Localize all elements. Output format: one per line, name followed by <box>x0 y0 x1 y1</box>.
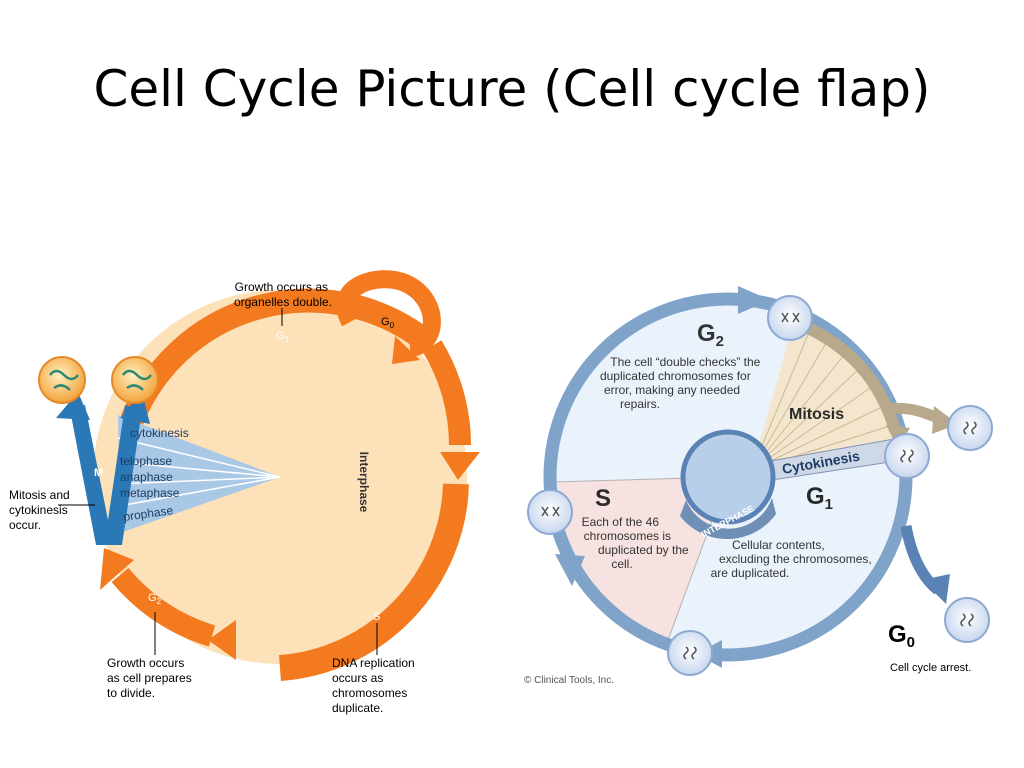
svg-text:Growth occurs as cell pr: Growth occurs as cell prepares to divide… <box>107 656 195 700</box>
mitosis-note-line: cytokinesis <box>9 503 68 517</box>
s-note-line: cell. <box>611 557 632 571</box>
right-cycle-diagram: INTERPHASE G2 The cell “double checks” t… <box>524 286 993 686</box>
mitosis-note-line: Mitosis and <box>9 488 70 502</box>
left-cycle-diagram: Growth occurs as organelles double. G1 G… <box>9 270 480 715</box>
cell <box>767 295 813 341</box>
arrow-head <box>555 554 585 586</box>
g0-loop <box>336 270 441 357</box>
daughter-cell <box>111 356 159 404</box>
daughter-cell <box>38 356 86 404</box>
svg-text:Mitosis and cytokinesis: Mitosis and cytokinesis occur. <box>9 488 73 532</box>
s-label: S <box>373 611 380 623</box>
page-title: Cell Cycle Picture (Cell cycle flap) <box>93 60 931 118</box>
g2-note-line: to divide. <box>107 686 155 700</box>
g2-note-line: repairs. <box>620 397 660 411</box>
phase-metaphase: metaphase <box>120 486 180 500</box>
interphase-band <box>680 498 776 540</box>
s-note-line: DNA replication <box>332 656 415 670</box>
m-label: M <box>94 467 103 479</box>
phase-prophase: prophase <box>122 503 174 524</box>
g2-note-line: as cell prepares <box>107 671 192 685</box>
m-phase-branch <box>70 405 142 545</box>
g1-note-line: Cellular contents, <box>732 538 825 552</box>
mitosis-label: Mitosis <box>789 406 844 423</box>
arrow-head <box>392 336 420 364</box>
g1-note-line: excluding the chromosomes, <box>719 552 872 566</box>
phase-telophase: telophase <box>120 454 172 468</box>
s-label: S <box>595 485 611 512</box>
cell <box>947 405 993 451</box>
interphase-core <box>680 429 776 525</box>
s-note-line: chromosomes <box>332 686 407 700</box>
arrow-head <box>100 548 134 590</box>
mitosis-wedge <box>118 415 280 533</box>
cell <box>667 630 713 676</box>
g1-label: G1 <box>276 330 290 344</box>
arrow-head <box>440 452 480 480</box>
g2-note-line: The cell “double checks” the <box>610 355 760 369</box>
s-note-line: Each of the 46 <box>582 515 660 529</box>
cell <box>884 433 930 479</box>
g2-note-line: error, making any needed <box>604 383 740 397</box>
g2-note-line: duplicated chromosomes for <box>600 369 751 383</box>
g1-note-line: Growth occurs as <box>235 280 328 294</box>
svg-text:Each of the 46 chromosom: Each of the 46 chromosomes is duplicated… <box>582 515 692 571</box>
arrow-head <box>738 286 770 314</box>
g2-label: G2 <box>148 592 162 606</box>
svg-text:cytokinesis: cytokinesis <box>130 426 189 440</box>
s-arc <box>278 483 469 681</box>
mitosis-wedge <box>752 318 900 470</box>
interphase-arc <box>422 340 471 446</box>
s-note-line: occurs as <box>332 671 383 685</box>
cell <box>527 489 573 535</box>
g1-label: G1 <box>806 483 833 513</box>
g2-label: G2 <box>697 320 724 350</box>
svg-text:Growth occurs as organel: Growth occurs as organelles double. <box>234 280 332 309</box>
s-note-line: chromosomes is <box>584 529 671 543</box>
phase-cytokinesis: cytokinesis <box>130 426 189 440</box>
arrow-head <box>208 620 236 660</box>
cell <box>944 597 990 643</box>
svg-text:The cell “double checks” the: The cell “double checks” the duplicated … <box>600 355 764 397</box>
g2-note-line: Growth occurs <box>107 656 184 670</box>
arrow-head <box>56 392 90 420</box>
copyright-credit: © Clinical Tools, Inc. <box>524 675 614 686</box>
g1-note-line: organelles double. <box>234 295 332 309</box>
arrow-head <box>922 574 950 604</box>
g0-note: Cell cycle arrest. <box>890 662 971 674</box>
s-note-line: duplicate. <box>332 701 383 715</box>
mitosis-note-line: occur. <box>9 518 41 532</box>
g2-arc <box>111 567 216 647</box>
svg-text:DNA replication occurs a: DNA replication occurs as chromosomes du… <box>332 656 418 715</box>
phase-anaphase: anaphase <box>120 470 173 484</box>
g0-label: G0 <box>888 621 915 651</box>
svg-text:Cellular contents, exclu: Cellular contents, excluding the chromos… <box>711 538 875 580</box>
arrow-head <box>932 406 958 434</box>
g0-label: G0 <box>381 316 395 330</box>
interphase-label: Interphase <box>357 452 371 513</box>
g1-note-line: are duplicated. <box>711 566 790 580</box>
s-note-line: duplicated by the <box>598 543 689 557</box>
